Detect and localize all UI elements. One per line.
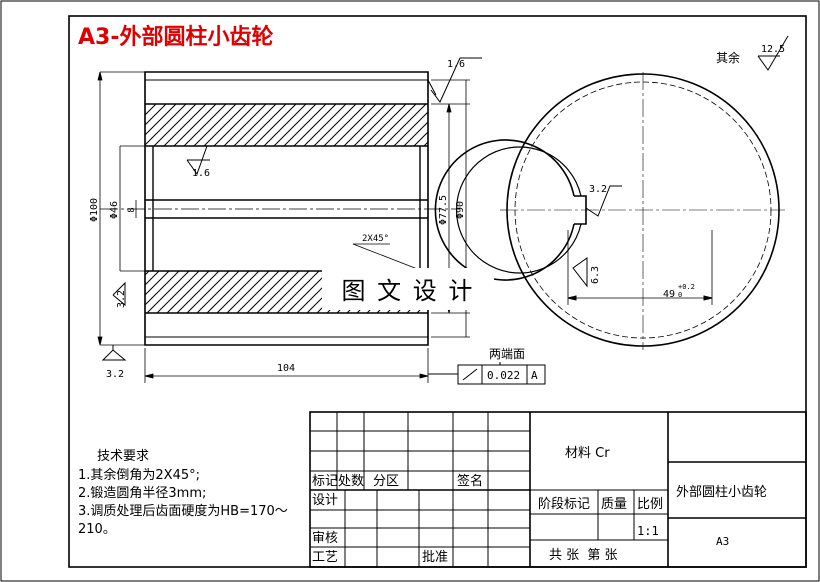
tech-item: 1.其余倒角为2X45°; — [78, 467, 200, 483]
dim-keyway-tol-lower: 0 — [678, 291, 682, 299]
roughness-keyway: 3.2 — [589, 184, 607, 195]
dim-groove: 8 — [127, 207, 137, 212]
tb-signature: 签名 — [457, 473, 483, 489]
tech-item: 2.锻造圆角半径3mm; — [78, 486, 206, 501]
dim-rim-dia: Φ90 — [455, 201, 466, 219]
dim-keyway-depth: 49 — [663, 289, 675, 300]
end-view-bore — [434, 139, 575, 281]
tb-scale: 1:1 — [637, 524, 659, 538]
tb-process: 工艺 — [312, 550, 338, 565]
roughness-keyway-side: 6.3 — [590, 266, 601, 284]
roughness-general-value: 12.5 — [761, 44, 785, 55]
tb-count: 处数 — [338, 474, 364, 489]
tb-stage-mark: 阶段标记 — [538, 497, 590, 512]
dim-bore-dia: Φ46 — [109, 201, 120, 219]
tech-heading: 技术要求 — [97, 449, 149, 464]
tech-item: 210。 — [78, 522, 116, 537]
tb-material: 材料 Cr — [565, 446, 610, 461]
tb-review: 审核 — [312, 531, 338, 546]
tech-item: 3.调质处理后齿面硬度为HB=170～ — [78, 503, 288, 519]
drawing-title: A3-外部圆柱小齿轮 — [78, 24, 273, 50]
roughness-bottom-left: 3.2 — [106, 369, 124, 380]
roughness-symbols — [101, 57, 482, 361]
tb-part-name: 外部圆柱小齿轮 — [676, 485, 767, 500]
tb-scale-label: 比例 — [637, 497, 663, 512]
dim-mid-dia: Φ77.5 — [438, 195, 449, 225]
roughness-top-right: 1.6 — [447, 59, 465, 70]
title-block — [309, 411, 807, 568]
dim-outer-dia: Φ100 — [89, 198, 100, 222]
body-outline — [144, 71, 429, 346]
tb-mark: 标记 — [312, 474, 338, 489]
tb-mass: 质量 — [601, 497, 627, 512]
tb-approve: 批准 — [422, 550, 448, 565]
dim-chamfer: 2X45° — [362, 234, 389, 244]
roughness-general-label: 其余 — [716, 50, 740, 65]
watermark: 图 文 设 计 — [342, 277, 475, 305]
watermark-bg — [322, 268, 494, 310]
tolerance-datum: A — [531, 369, 538, 382]
roughness-left: 3.2 — [116, 290, 127, 308]
dim-length: 104 — [277, 363, 295, 374]
tb-sheets: 共 张 第 张 — [549, 548, 618, 563]
end-view — [434, 72, 785, 350]
tb-sheet-size: A3 — [716, 535, 729, 548]
roughness-bore: 1.6 — [192, 168, 210, 179]
tb-zone: 分区 — [373, 474, 399, 489]
tolerance-label: 两端面 — [489, 347, 525, 361]
dim-keyway-tol-upper: +0.2 — [678, 283, 695, 291]
tb-design: 设计 — [312, 493, 338, 508]
tolerance-value: 0.022 — [487, 369, 520, 382]
hatch-top — [145, 104, 428, 146]
tolerance-frame — [428, 362, 546, 385]
roughness-general-symbol — [757, 35, 789, 71]
